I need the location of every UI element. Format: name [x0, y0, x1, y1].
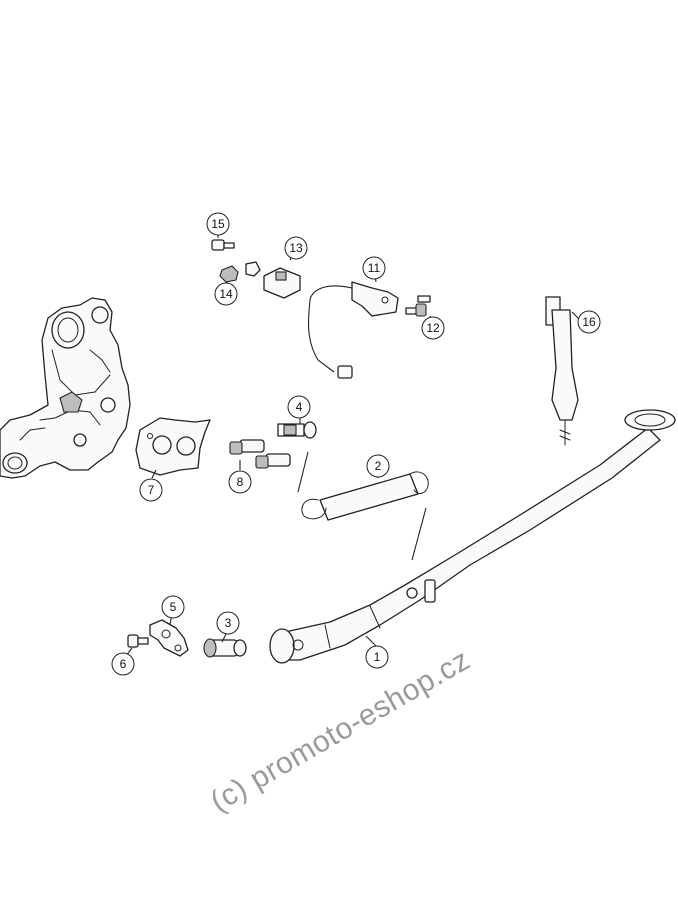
part-12-screw	[405, 295, 431, 317]
callout-16: 16	[577, 310, 601, 334]
callout-5-label: 5	[170, 600, 177, 614]
part-6-screw	[127, 634, 149, 648]
callout-12-label: 12	[426, 321, 440, 335]
part-2-spring	[297, 451, 429, 561]
callout-14: 14	[214, 282, 238, 306]
callout-1: 1	[365, 645, 389, 669]
callout-5: 5	[161, 595, 185, 619]
callout-4-label: 4	[296, 400, 303, 414]
callout-1-label: 1	[374, 650, 381, 664]
callout-13: 13	[284, 236, 308, 260]
callout-2: 2	[366, 454, 390, 478]
callout-8-label: 8	[237, 475, 244, 489]
callout-7-label: 7	[148, 483, 155, 497]
callout-11-label: 11	[368, 261, 381, 275]
part-14-nuts	[219, 261, 261, 283]
callout-6: 6	[111, 652, 135, 676]
part-1-side-stand	[269, 409, 676, 664]
callout-2-label: 2	[375, 459, 382, 473]
frame-bracket	[0, 297, 131, 479]
callout-6-label: 6	[120, 657, 127, 671]
part-11-cable	[307, 281, 399, 379]
callout-14-label: 14	[219, 287, 233, 301]
callout-16-label: 16	[582, 315, 596, 329]
callout-12: 12	[421, 316, 445, 340]
part-13-switch	[263, 267, 301, 299]
callout-13-label: 13	[289, 241, 303, 255]
callout-15: 15	[206, 212, 230, 236]
callout-15-label: 15	[211, 217, 225, 231]
callout-4: 4	[287, 395, 311, 419]
part-7-plate	[135, 417, 211, 476]
part-4-pin	[277, 421, 317, 439]
part-8-bolts	[229, 439, 291, 469]
part-16-lever	[545, 296, 579, 446]
part-15-screw	[211, 239, 235, 251]
callout-3: 3	[216, 611, 240, 635]
part-5-bracket	[149, 619, 189, 657]
callout-11: 11	[362, 256, 386, 280]
callout-7: 7	[139, 478, 163, 502]
callout-8: 8	[228, 470, 252, 494]
part-3-bushing	[203, 638, 247, 658]
callout-3-label: 3	[225, 616, 232, 630]
